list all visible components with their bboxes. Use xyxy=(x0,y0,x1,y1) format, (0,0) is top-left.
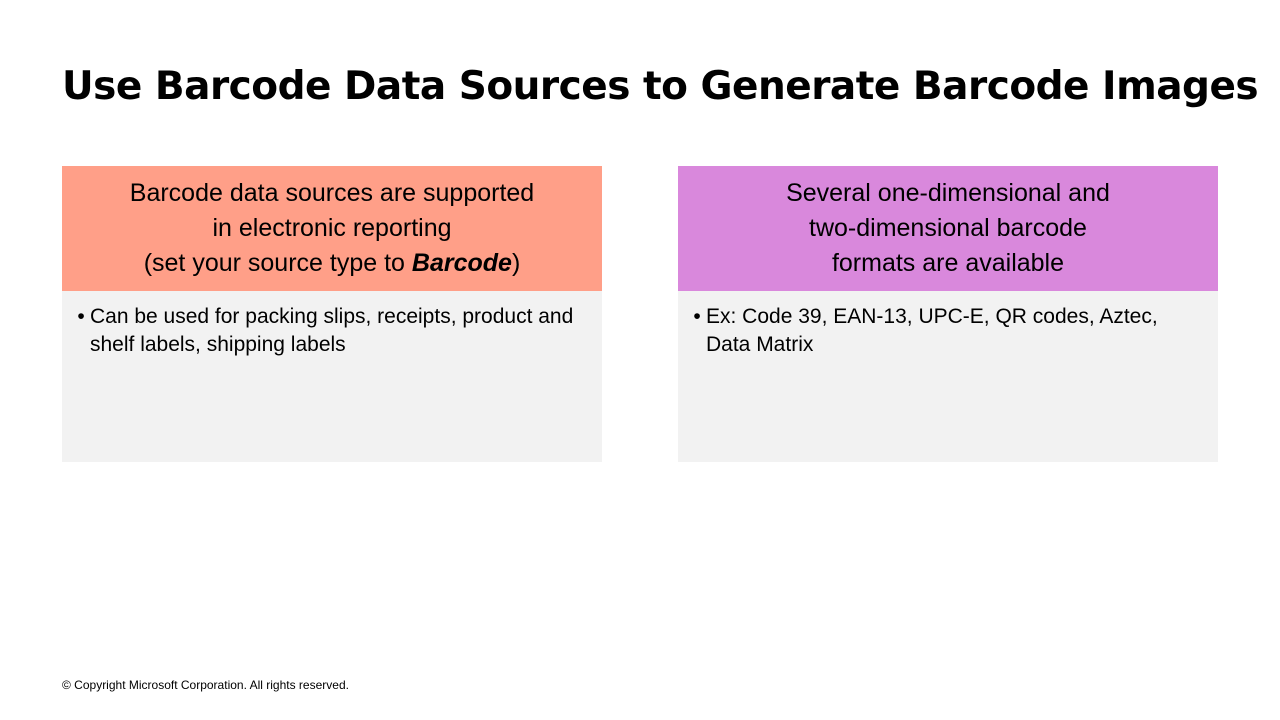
bullet-text: Ex: Code 39, EAN-13, UPC-E, QR codes, Az… xyxy=(706,305,1158,356)
copyright-footer: © Copyright Microsoft Corporation. All r… xyxy=(62,678,349,692)
bullet-text: Can be used for packing slips, receipts,… xyxy=(90,305,574,356)
bullet-icon: • xyxy=(693,305,701,328)
bullet-item: • Can be used for packing slips, receipt… xyxy=(62,291,602,359)
header-line: Several one-dimensional and xyxy=(786,179,1110,207)
card-barcode-formats: Several one-dimensional and two-dimensio… xyxy=(678,166,1218,462)
header-emphasis: Barcode xyxy=(411,249,512,277)
header-line: formats are available xyxy=(831,249,1065,277)
slide-title: Use Barcode Data Sources to Generate Bar… xyxy=(62,64,1259,109)
header-line: (set your source type to Barcode) xyxy=(130,246,534,281)
bullet-icon: • xyxy=(77,305,85,328)
card-header: Barcode data sources are supported in el… xyxy=(62,166,602,291)
card-header: Several one-dimensional and two-dimensio… xyxy=(678,166,1218,291)
bullet-item: • Ex: Code 39, EAN-13, UPC-E, QR codes, … xyxy=(678,291,1218,359)
header-line: in electronic reporting xyxy=(212,214,452,242)
header-text: ) xyxy=(511,249,521,277)
card-barcode-data-sources: Barcode data sources are supported in el… xyxy=(62,166,602,462)
header-line: two-dimensional barcode xyxy=(809,214,1087,242)
header-line: Barcode data sources are supported xyxy=(129,179,535,207)
header-text: (set your source type to xyxy=(143,249,412,277)
